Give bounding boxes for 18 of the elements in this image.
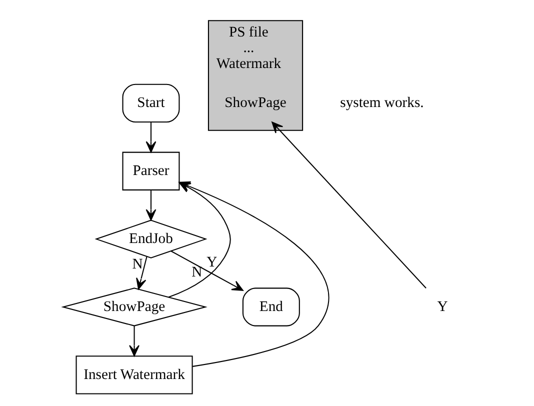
- node-diamond: EndJob: [94, 220, 208, 258]
- node-text: Y: [437, 298, 448, 315]
- arrow: [272, 122, 426, 288]
- node-text: ShowPage: [224, 95, 286, 112]
- node-box: Insert Watermark: [76, 356, 193, 394]
- label: system works.: [340, 95, 424, 112]
- arrow: [129, 326, 140, 356]
- arrow: [146, 190, 156, 221]
- arrow: [170, 250, 244, 291]
- node-box: Parser: [122, 152, 180, 190]
- edge-label: N: [192, 264, 202, 281]
- node-box: Start: [122, 84, 180, 123]
- node-box: End: [242, 288, 300, 326]
- node-diamond: ShowPage: [61, 288, 208, 326]
- arrow: [136, 256, 148, 290]
- arrow: [146, 122, 156, 153]
- edge-label: Y: [206, 254, 218, 271]
- edge-label: N: [132, 256, 143, 273]
